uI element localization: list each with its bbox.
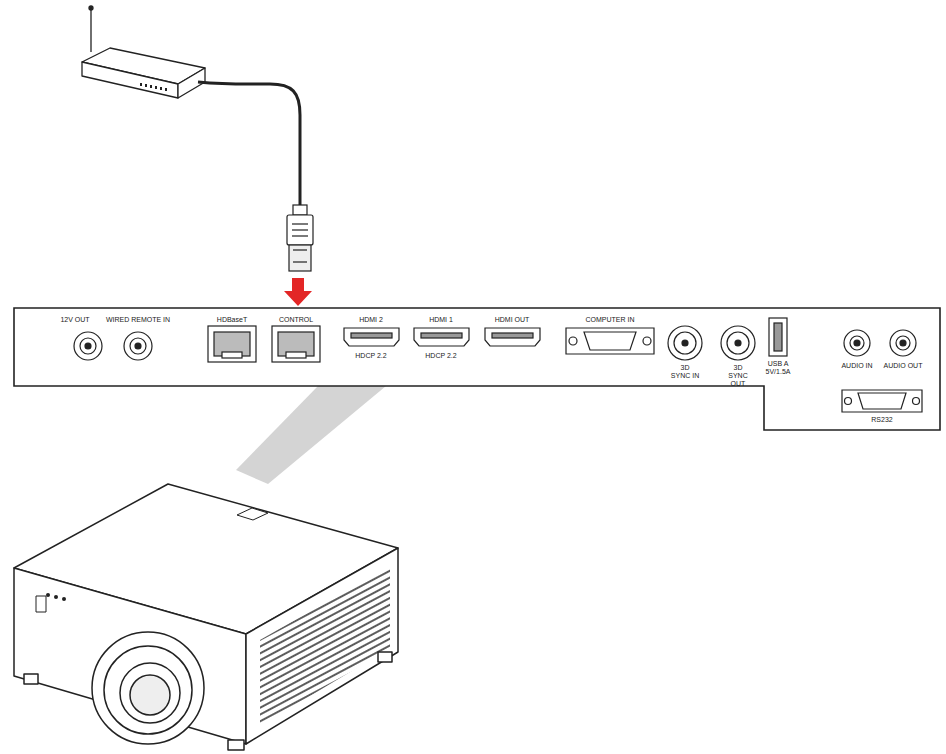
- port-label: CONTROL: [279, 316, 313, 324]
- insert-arrow: [284, 278, 312, 306]
- panel-ports: [74, 318, 922, 412]
- port-label: 12V OUT: [60, 316, 89, 324]
- port-label: HDMI 1: [429, 316, 453, 324]
- rj45-plug: [287, 205, 313, 271]
- port-label: AUDIO OUT: [884, 362, 923, 370]
- port-label: 3D SYNC OUT: [723, 364, 753, 388]
- port-label: HDMI 2: [359, 316, 383, 324]
- port-label: HDCP 2.2: [355, 352, 386, 360]
- port-label: HDBaseT: [217, 316, 247, 324]
- callout-beam: [236, 386, 386, 484]
- port-label: AUDIO IN: [841, 362, 872, 370]
- port-label: USB A 5V/1.5A: [763, 360, 793, 376]
- port-label: HDCP 2.2: [425, 352, 456, 360]
- port-label: HDMI OUT: [495, 316, 530, 324]
- projector: [14, 484, 398, 750]
- port-label: COMPUTER IN: [586, 316, 635, 324]
- port-label: WIRED REMOTE IN: [106, 316, 170, 324]
- network-cable: [198, 82, 300, 212]
- router-icon: [82, 6, 205, 98]
- port-label: RS232: [871, 416, 892, 424]
- rear-panel: [14, 308, 940, 430]
- port-label: 3D SYNC IN: [670, 364, 700, 380]
